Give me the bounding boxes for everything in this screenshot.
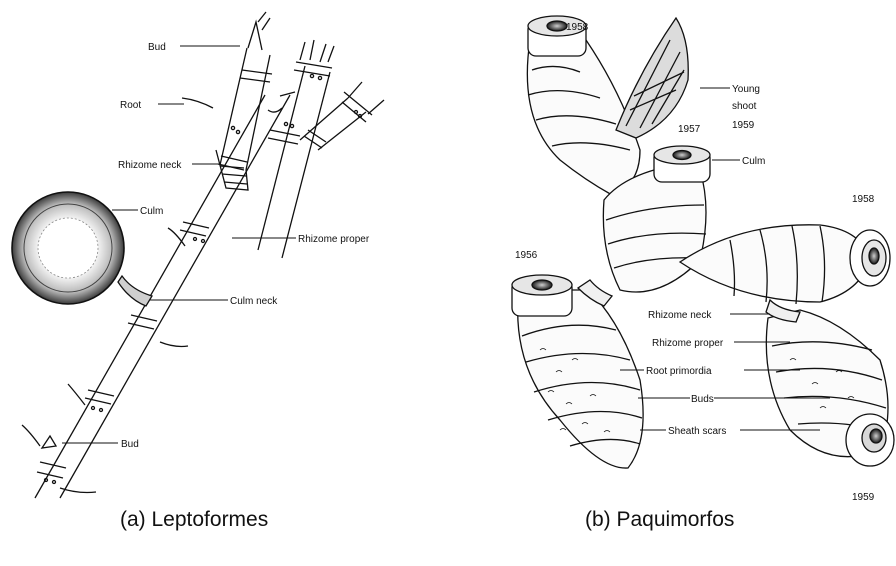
label-bud-top: Bud bbox=[148, 42, 166, 53]
rhizome-1959 bbox=[766, 310, 894, 466]
rhizome-1958-top bbox=[527, 16, 640, 195]
year-1959-shoot: 1959 bbox=[732, 120, 755, 131]
rhizome-1956 bbox=[512, 275, 643, 468]
caption-paquimorfos: (b) Paquimorfos bbox=[585, 508, 734, 532]
label-culm: Culm bbox=[140, 206, 163, 217]
label-rhizome-neck-b: Rhizome neck bbox=[648, 310, 712, 321]
label-shoot: shoot bbox=[732, 101, 757, 112]
illustration-svg: Bud Root Rhizome neck Culm Rhizome prope… bbox=[0, 0, 896, 500]
year-1959-bottom: 1959 bbox=[852, 492, 875, 500]
label-culm-neck: Culm neck bbox=[230, 296, 278, 307]
label-buds: Buds bbox=[691, 394, 714, 405]
label-root: Root bbox=[120, 100, 141, 111]
young-shoot bbox=[616, 18, 688, 138]
upper-rhizome-branch bbox=[182, 12, 272, 190]
label-sheath-scars: Sheath scars bbox=[668, 426, 726, 437]
label-young: Young bbox=[732, 84, 760, 95]
label-rhizome-proper: Rhizome proper bbox=[298, 234, 370, 245]
label-culm-b: Culm bbox=[742, 156, 765, 167]
second-branch bbox=[258, 40, 334, 258]
year-1957: 1957 bbox=[678, 124, 701, 135]
year-1956: 1956 bbox=[515, 250, 538, 261]
label-rhizome-proper-b: Rhizome proper bbox=[652, 338, 724, 349]
leptomorph-drawing bbox=[12, 12, 384, 498]
year-1958-top: 1958 bbox=[566, 22, 589, 33]
label-rhizome-neck: Rhizome neck bbox=[118, 160, 182, 171]
label-root-primordia: Root primordia bbox=[646, 366, 712, 377]
culm-disc bbox=[12, 192, 152, 306]
label-bud-bottom: Bud bbox=[121, 439, 139, 450]
caption-leptoformes: (a) Leptoformes bbox=[120, 508, 268, 532]
rhizome-1958-right bbox=[680, 225, 890, 304]
year-1958-right: 1958 bbox=[852, 194, 875, 205]
